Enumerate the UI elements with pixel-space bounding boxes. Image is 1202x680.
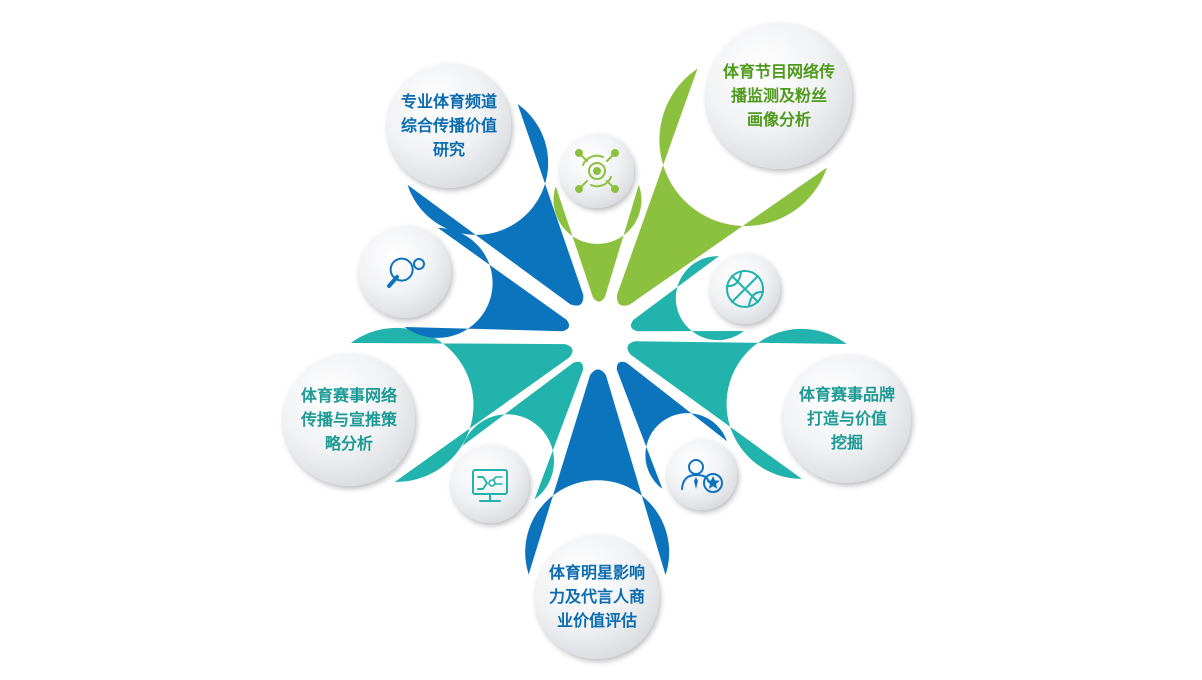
petal-star-influence — [525, 369, 670, 659]
petal-brand-building — [627, 328, 911, 483]
monitor-chart-icon — [472, 469, 508, 502]
petal-label-line: 体育明星影响 — [548, 563, 645, 582]
icon-layer — [387, 149, 764, 502]
petal-disc — [387, 64, 511, 188]
petal-monitor — [451, 361, 584, 523]
petal-promotion-strategy — [283, 327, 573, 486]
petal-disc — [783, 355, 911, 483]
petal-label-star-influence: 体育明星影响力及代言人商业价值评估 — [539, 539, 655, 655]
petal-label-line: 体育赛事品牌 — [798, 385, 895, 404]
petal-label-channel-research: 专业体育频道综合传播价值研究 — [391, 68, 507, 184]
user-star-icon — [681, 459, 723, 493]
petal-disc — [706, 23, 852, 169]
petal-disc — [451, 445, 529, 523]
petal-channel-research — [387, 64, 584, 306]
petal-label-line: 专业体育频道 — [400, 92, 497, 111]
petal-label-line: 传播与宣推策 — [300, 410, 397, 429]
petal-network-monitoring — [616, 23, 852, 306]
petal-disc — [283, 354, 415, 486]
ping-pong-paddle-icon — [387, 257, 425, 288]
petal-label-line: 研究 — [432, 140, 465, 159]
petal-label-network-monitoring: 体育节目网络传播监测及粉丝画像分析 — [710, 27, 848, 165]
petal-ping-pong — [359, 226, 570, 338]
basketball-icon — [726, 270, 764, 308]
petal-label-line: 打造与价值 — [806, 409, 887, 428]
petal-label-line: 播监测及粉丝 — [730, 86, 827, 105]
petal-label-line: 挖掘 — [830, 433, 863, 452]
petal-label-line: 体育节目网络传 — [722, 62, 835, 81]
petal-label-brand-building: 体育赛事品牌打造与价值挖掘 — [787, 359, 907, 479]
petal-label-line: 业价值评估 — [556, 611, 637, 630]
petal-label-line: 略分析 — [324, 434, 373, 453]
petal-label-line: 体育赛事网络 — [300, 386, 397, 405]
petal-disc — [359, 226, 451, 318]
petal-label-line: 画像分析 — [746, 110, 811, 129]
petal-disc — [535, 535, 659, 659]
petal-label-line: 力及代言人商 — [548, 587, 645, 606]
petal-label-promotion-strategy: 体育赛事网络传播与宣推策略分析 — [287, 358, 411, 482]
target-network-icon — [575, 149, 619, 193]
petal-label-line: 综合传播价值 — [400, 116, 497, 135]
